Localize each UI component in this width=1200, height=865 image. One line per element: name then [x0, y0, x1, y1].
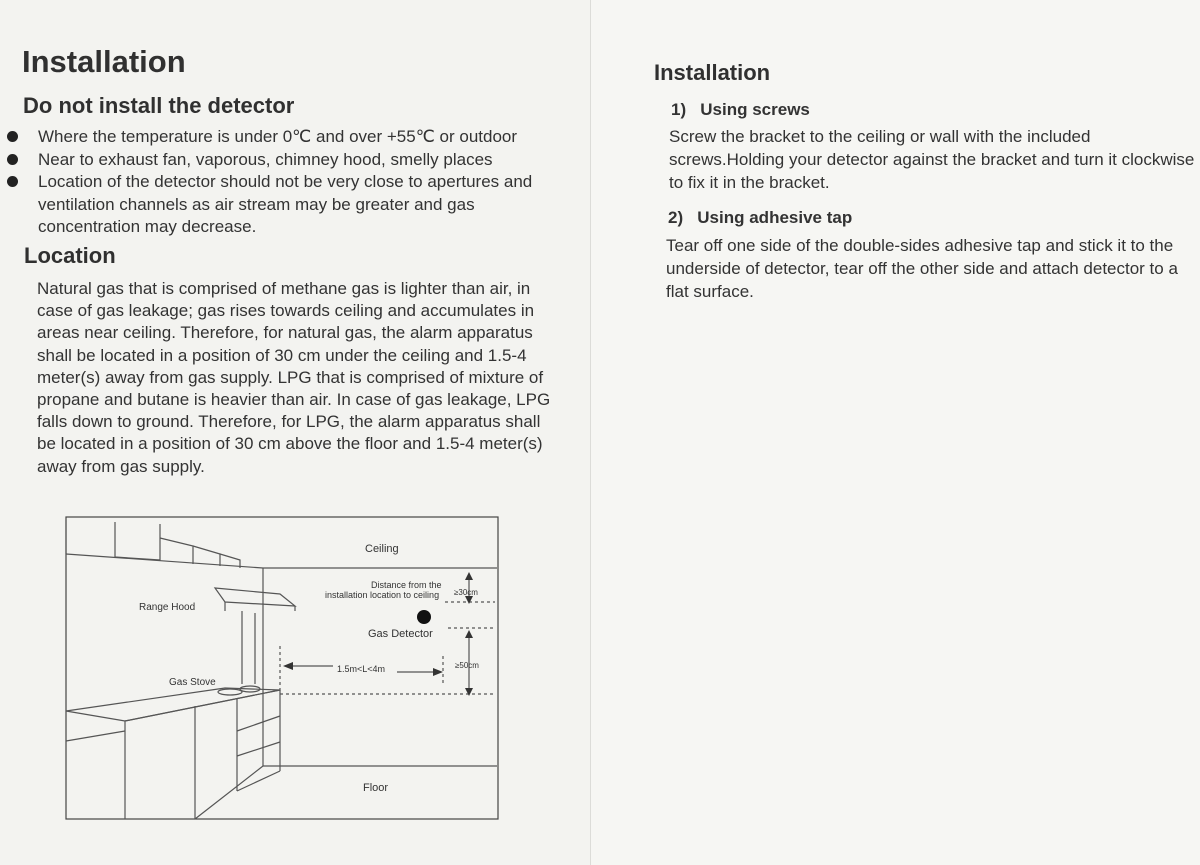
installation-diagram: Ceiling Distance from the installation l… [65, 516, 499, 820]
gas-detector-icon [417, 610, 431, 624]
distance-label-line2: installation location to ceiling [325, 590, 439, 600]
right-page: Installation 1) Using screws Screw the b… [590, 0, 1200, 865]
range-hood-label: Range Hood [139, 602, 195, 613]
ceiling-label: Ceiling [365, 543, 399, 555]
list-item: Where the temperature is under 0℃ and ov… [0, 126, 575, 149]
step-1-text: Screw the bracket to the ceiling or wall… [669, 127, 1195, 192]
gas-detector-label: Gas Detector [368, 628, 433, 640]
bullet-icon [7, 176, 18, 187]
location-paragraph: Natural gas that is comprised of methane… [37, 279, 551, 476]
right-page-title: Installation [654, 60, 771, 85]
bullet-icon [7, 153, 18, 165]
distance-label-line1: Distance from the [371, 580, 442, 590]
list-item: Near to exhaust fan, vaporous, chimney h… [0, 149, 575, 172]
bullet-icon [7, 131, 18, 142]
bullet-list: Where the temperature is under 0℃ and ov… [0, 126, 575, 239]
ceiling-distance-label: ≥30cm [454, 588, 478, 597]
horizontal-distance-label: 1.5m<L<4m [337, 664, 385, 674]
section-heading-do-not-install: Do not install the detector [23, 93, 295, 118]
gas-stove-label: Gas Stove [169, 677, 216, 688]
page-title: Installation [22, 44, 186, 79]
list-item: Location of the detector should not be v… [0, 171, 575, 239]
step-2-text: Tear off one side of the double-sides ad… [666, 236, 1178, 301]
step-2-heading: 2) Using adhesive tap [668, 208, 853, 227]
step-1-heading: 1) Using screws [671, 100, 810, 119]
section-heading-location: Location [24, 243, 116, 268]
floor-label: Floor [363, 782, 388, 794]
lower-distance-label: ≥50cm [455, 661, 479, 670]
left-page: Installation Do not install the detector… [0, 0, 590, 865]
